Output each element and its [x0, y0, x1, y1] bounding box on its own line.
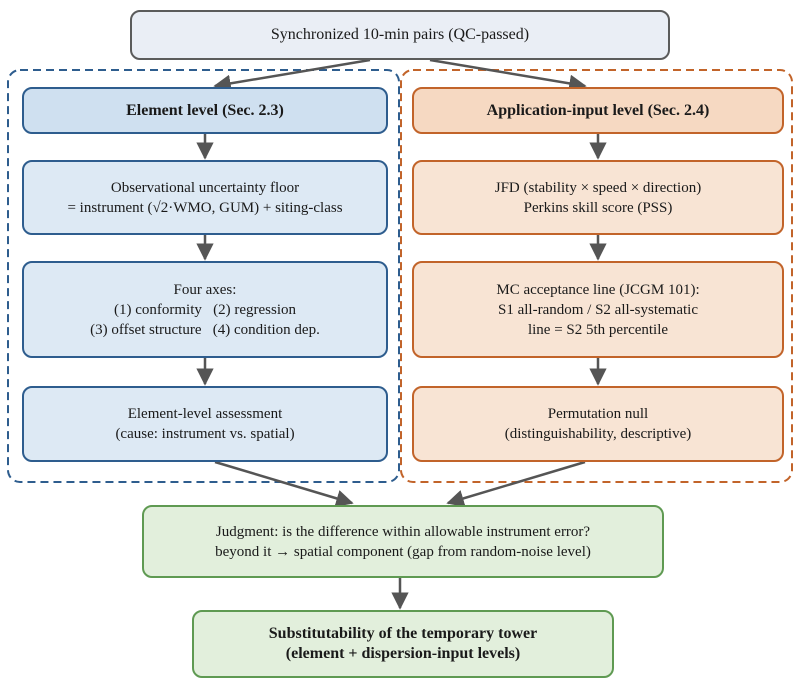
judgment-box: Judgment: is the difference within allow…	[142, 505, 664, 578]
four-axes-line1: Four axes:	[173, 281, 237, 298]
permutation-null-line1: Permutation null	[547, 406, 649, 422]
application-input-group-border	[400, 69, 793, 483]
substitutability-line1: Substitutability of the temporary tower	[268, 625, 538, 642]
substitutability-line2: (element + dispersion-input levels)	[285, 645, 521, 662]
four-axes-box: Four axes: (1) conformity (2) regression…	[22, 261, 388, 358]
jfd-pss-line1: JFD (stability × speed × direction)	[494, 179, 702, 196]
application-level-header: Application-input level (Sec. 2.4)	[412, 87, 784, 134]
mc-acceptance-line2: S1 all-random / S2 all-systematic	[498, 301, 698, 318]
jfd-pss-line2: Perkins skill score (PSS)	[523, 199, 673, 216]
arrow-element-to-judgment	[214, 460, 354, 507]
four-axes-line3: (3) offset structure (4) condition dep.	[90, 321, 320, 338]
element-assessment-box: Element-level assessment (cause: instrum…	[22, 386, 388, 462]
arrow-application-to-judgment	[446, 460, 586, 507]
application-level-title: Application-input level (Sec. 2.4)	[486, 101, 710, 119]
element-level-header: Element level (Sec. 2.3)	[22, 87, 388, 134]
arrow-top-to-element	[213, 58, 371, 93]
element-level-group-border	[7, 69, 400, 483]
mc-acceptance-line1: MC acceptance line (JCGM 101):	[496, 281, 700, 298]
judgment-line1: Judgment: is the difference within allow…	[215, 523, 591, 540]
input-data-box: Synchronized 10-min pairs (QC-passed)	[130, 10, 670, 60]
four-axes-line2: (1) conformity (2) regression	[113, 301, 297, 318]
substitutability-box: Substitutability of the temporary tower …	[192, 610, 614, 678]
arrow-top-to-application	[429, 58, 587, 93]
element-level-title: Element level (Sec. 2.3)	[126, 101, 284, 119]
mc-acceptance-box: MC acceptance line (JCGM 101): S1 all-ra…	[412, 261, 784, 358]
permutation-null-line2: (distinguishability, descriptive)	[504, 426, 692, 442]
jfd-pss-box: JFD (stability × speed × direction) Perk…	[412, 160, 784, 235]
element-assessment-line1: Element-level assessment	[127, 406, 283, 422]
permutation-null-box: Permutation null (distinguishability, de…	[412, 386, 784, 462]
mc-acceptance-line3: line = S2 5th percentile	[527, 321, 669, 338]
uncertainty-floor-line2: = instrument (√2·WMO, GUM) + siting-clas…	[67, 199, 343, 216]
uncertainty-floor-box: Observational uncertainty floor = instru…	[22, 160, 388, 235]
uncertainty-floor-line1: Observational uncertainty floor	[110, 179, 300, 196]
judgment-line2: beyond it → spatial component (gap from …	[215, 543, 591, 560]
element-assessment-line2: (cause: instrument vs. spatial)	[115, 426, 295, 442]
input-data-text: Synchronized 10-min pairs (QC-passed)	[270, 26, 530, 43]
